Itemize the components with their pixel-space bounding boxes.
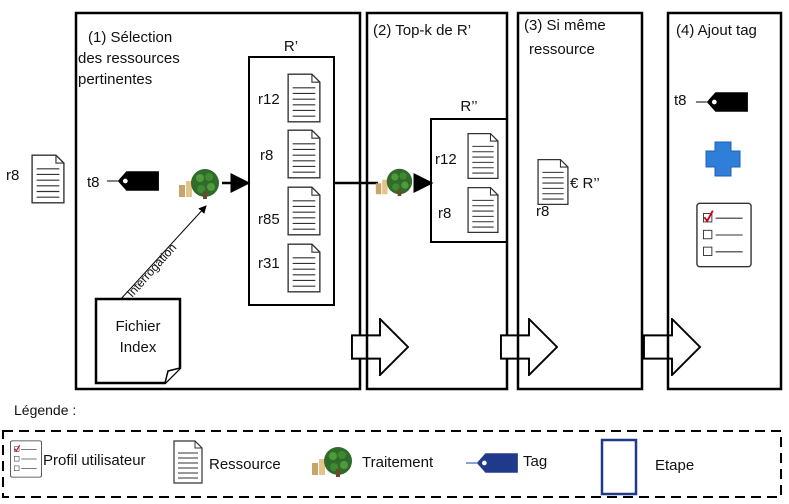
rsecond-title: R’’	[460, 98, 477, 115]
rprime-item: r85	[258, 186, 321, 236]
input-resource: r8	[6, 154, 65, 204]
step-2-panel: (2) Top-k de R’ R’’ r12 r8	[365, 11, 509, 391]
document-icon	[173, 440, 203, 484]
tag-icon	[466, 452, 519, 474]
document-icon	[287, 129, 321, 179]
step-1-frame	[74, 11, 362, 391]
index-file-line-1: Fichier	[115, 318, 160, 335]
rprime-item: r8	[260, 129, 321, 179]
next-step-arrow	[500, 318, 558, 376]
rprime-item: r12	[258, 73, 321, 123]
document-icon	[287, 73, 321, 123]
rprime-item-label: r31	[258, 255, 280, 272]
document-icon	[287, 243, 321, 293]
step-1-title-line-3: pertinentes	[78, 71, 152, 88]
step-1-title-line-2: des ressources	[78, 50, 180, 67]
process-icon	[375, 168, 413, 197]
legend-profile-label: Profil utilisateur	[43, 452, 146, 469]
legend-resource-label: Ressource	[209, 456, 281, 473]
document-icon	[467, 186, 499, 234]
tag-icon	[106, 170, 160, 192]
step-1-panel: (1) Sélection des ressources pertinentes…	[74, 11, 362, 391]
process-icon	[312, 447, 352, 477]
legend-title: Légende :	[14, 402, 76, 418]
document-icon	[467, 132, 499, 180]
profile-icon	[696, 202, 752, 268]
step-4-tag-label: t8	[674, 92, 687, 109]
rprime-title: R’	[284, 38, 298, 55]
profile-icon	[10, 440, 42, 478]
step-1-tag-label: t8	[87, 174, 100, 191]
step-2-title: (2) Top-k de R’	[373, 22, 471, 39]
rsecond-item: r8	[438, 186, 499, 234]
legend-frame	[2, 430, 782, 498]
rsecond-item-label: r12	[435, 151, 457, 168]
rsecond-box	[430, 118, 508, 243]
rprime-item-label: r12	[258, 91, 280, 108]
step-icon	[600, 438, 638, 496]
interrogation-arrow	[119, 205, 207, 301]
document-icon	[31, 154, 65, 204]
legend-step-label: Etape	[655, 457, 694, 474]
rprime-item: r31	[258, 243, 321, 293]
step-4-panel: (4) Ajout tag t8	[666, 11, 783, 391]
legend-tag-label: Tag	[523, 453, 547, 470]
tag-icon	[695, 91, 749, 113]
index-file-fold	[164, 367, 181, 384]
process-icon	[179, 169, 219, 199]
document-icon	[537, 158, 569, 206]
rprime-box	[248, 56, 335, 306]
legend-process-label: Traitement	[362, 454, 434, 471]
input-resource-label: r8	[6, 167, 19, 184]
step-4-frame	[666, 11, 783, 391]
membership-label: € R’’	[570, 175, 600, 192]
rprime-item-label: r85	[258, 211, 280, 228]
document-icon	[287, 186, 321, 236]
step-3-panel: (3) Si même ressource € R’’ r8	[516, 11, 644, 391]
step-4-title: (4) Ajout tag	[676, 22, 757, 39]
step-3-frame	[516, 11, 644, 391]
next-step-arrow	[643, 318, 701, 376]
rprime-item-label: r8	[260, 147, 273, 164]
plus-icon	[705, 141, 741, 177]
rsecond-item-label: r8	[438, 205, 451, 222]
step-3-title-line-1: (3) Si même	[524, 17, 606, 34]
interrogation-label: Interrogation	[124, 241, 179, 300]
index-file-line-2: Index	[120, 339, 157, 356]
legend: Légende : Profil utilisateur Ressource T…	[2, 402, 782, 498]
step-3-title-line-2: ressource	[529, 41, 595, 58]
step-3-doc-label: r8	[536, 203, 549, 220]
step-1-title-line-1: (1) Sélection	[88, 29, 172, 46]
rsecond-item: r12	[435, 132, 499, 180]
